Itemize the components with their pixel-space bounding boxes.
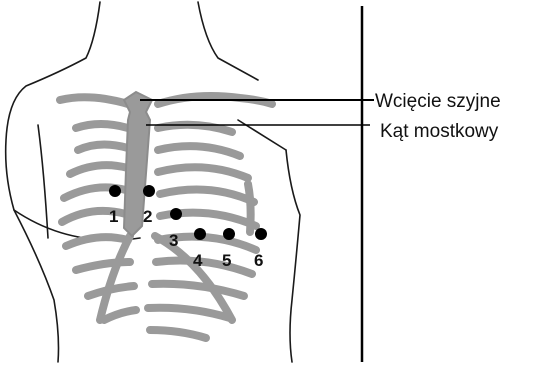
sternal-angle-label: Kąt mostkowy [380, 121, 499, 142]
electrode-6-dot [255, 228, 267, 240]
electrode-3-label: 3 [169, 231, 178, 250]
electrode-3-dot [170, 208, 182, 220]
electrode-4-dot [194, 228, 206, 240]
ribcage [60, 96, 272, 338]
electrode-6-label: 6 [254, 251, 263, 270]
electrode-5-dot [223, 228, 235, 240]
electrode-5-label: 5 [222, 251, 231, 270]
electrode-4-label: 4 [193, 251, 203, 270]
electrode-1-label: 1 [109, 207, 118, 226]
suprasternal-notch-label: Wcięcie szyjne [375, 91, 501, 112]
electrode-2-label: 2 [143, 207, 152, 226]
electrode-2-dot [143, 185, 155, 197]
electrode-1-dot [109, 185, 121, 197]
